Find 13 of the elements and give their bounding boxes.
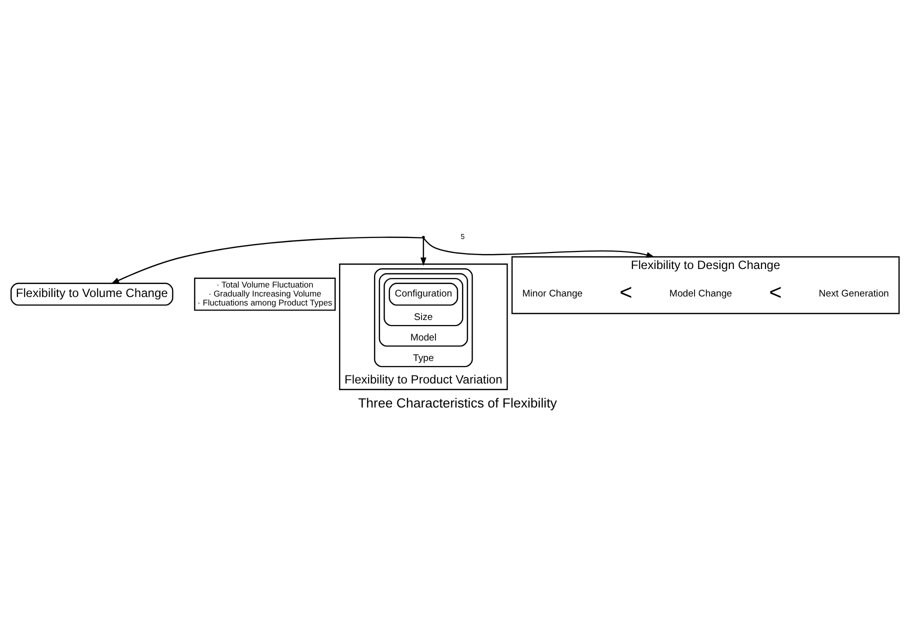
node-point xyxy=(422,236,425,239)
node-box: Configuration xyxy=(388,282,458,306)
label: < xyxy=(620,280,632,305)
arrow xyxy=(423,238,655,258)
diagram-title: Three Characteristics of Flexibility xyxy=(358,395,557,410)
node-box: Flexibility to Volume Change xyxy=(10,282,174,306)
label: Next Generation xyxy=(818,288,889,300)
node-box: · Total Volume Fluctuation · Gradually Increasing Volume · Fluctuations among Product Types xyxy=(194,278,336,311)
label: < xyxy=(769,280,782,305)
arrow xyxy=(110,236,422,284)
arrow xyxy=(420,238,426,266)
label: Minor Change xyxy=(522,288,583,300)
label: Model Change xyxy=(669,288,732,300)
